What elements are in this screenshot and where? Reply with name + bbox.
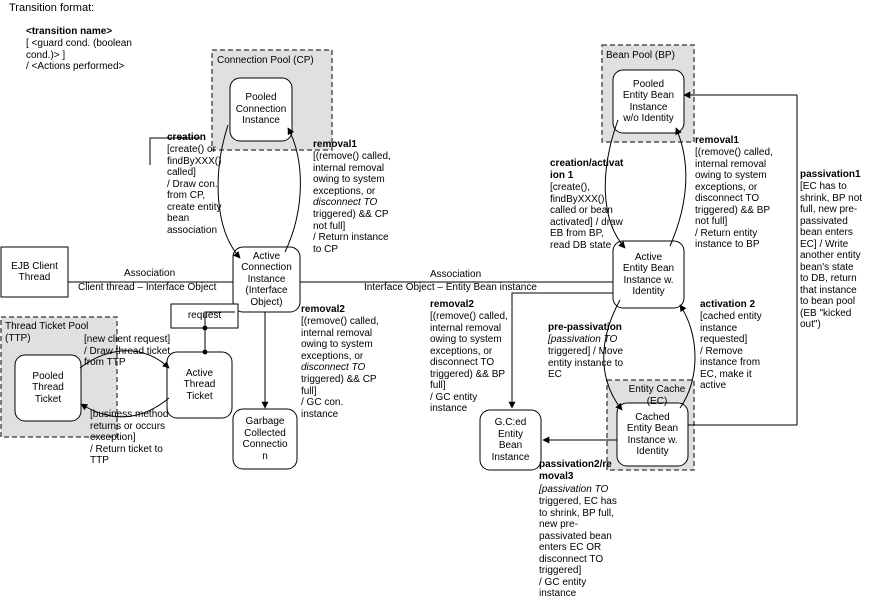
passivation2-name: passivation2/re moval3 (539, 459, 612, 482)
pooled-entity-bean-state (612, 69, 685, 134)
activation2-name: activation 2 (700, 299, 756, 310)
entity-cache-title: Entity Cache (EC) (628, 384, 686, 407)
removal1-cp-name: removal1 (313, 139, 357, 150)
association-left-title: Association (124, 268, 176, 279)
active-thread-ticket-state (166, 351, 233, 419)
garbage-collected-connection-state (232, 408, 298, 470)
ttp-draw-text: [new client request] / Draw thread ticke… (84, 334, 171, 368)
pre-passivation-italic: [passivation TO (548, 334, 618, 345)
removal1-bp-name: removal1 (695, 135, 739, 146)
passivation2-body: triggered, EC has to shrink, BP full, ne… (539, 496, 617, 599)
association-left-label: Client thread – Interface Object (78, 282, 217, 293)
legend-guard: [ <guard cond. (boolean cond.)> ] (26, 38, 132, 61)
connection-pool-title: Connection Pool (CP) (217, 55, 314, 66)
association-right-label: Interface Object – Entity Bean instance (364, 282, 537, 293)
legend-title: Transition format: (9, 2, 95, 14)
ttp-return-text: [business method returns or occurs excep… (90, 409, 169, 466)
passivation1-arrow (683, 91, 798, 426)
removal1-cp-body-a: [(remove() called, internal removal owin… (313, 151, 391, 197)
pooled-thread-ticket-state (14, 354, 82, 422)
ttp-draw-arrow (79, 350, 170, 369)
creation-activation-body: [create(), findByXXX() called or bean ac… (550, 182, 623, 251)
pooled-entity-bean-label: Pooled Entity Bean Instance w/o Identity (622, 78, 675, 125)
creation-name: creation (167, 132, 206, 143)
cached-entity-bean-state (616, 402, 689, 467)
creation-activation-name: creation/activat ion 1 (550, 158, 624, 181)
pre-passivation-name: pre-passivation (548, 322, 622, 333)
pooled-connection-state (229, 77, 293, 142)
removal2-eb-name: removal2 (430, 299, 474, 310)
gced-entity-bean-state (479, 409, 542, 471)
pooled-connection-label: Pooled Connection Instance (235, 92, 287, 127)
active-thread-ticket-label: Active Thread Ticket (183, 367, 216, 402)
legend-actions: / <Actions performed> (26, 61, 125, 72)
passivation2-italic: [passivation TO (539, 484, 609, 495)
activation2-body: [cached entity instance requested] / Rem… (700, 311, 762, 391)
creation-arrow (217, 124, 241, 259)
removal1-cp-body-italic: disconnect TO (313, 197, 378, 208)
association-right-title: Association (430, 269, 482, 280)
creation-label-leader (149, 137, 200, 165)
pre-passivation-body: triggered] / Move entity instance to EC (548, 346, 624, 380)
request-label: request (187, 310, 222, 322)
removal2-cp-body-italic: disconnect TO (301, 362, 366, 373)
thread-ticket-pool-title: Thread Ticket Pool (TTP) (5, 321, 89, 344)
removal1-bp-arrow (669, 127, 687, 247)
passivation1-name: passivation1 (800, 169, 861, 180)
ejb-client-thread-state (0, 246, 69, 298)
active-entity-bean-state (612, 240, 685, 309)
removal2-cp-body-b: triggered) && CP full] / GC con. instanc… (301, 374, 377, 420)
active-entity-bean-label: Active Entity Bean Instance w. Identity (622, 251, 675, 298)
active-connection-label: Active Connection Instance (Interface Ob… (241, 250, 292, 308)
pooled-thread-ticket-label: Pooled Thread Ticket (32, 370, 64, 405)
removal1-bp-body: [(remove() called, internal removal owin… (695, 147, 773, 250)
creation-body: [create() or findByXXX() called] / Draw … (167, 144, 222, 236)
removal1-cp-body-b: triggered) && CP not full] / Return inst… (313, 209, 389, 255)
passivation1-body: [EC has to shrink, BP not full, new pre-… (800, 181, 863, 330)
removal2-cp-name: removal2 (301, 304, 345, 315)
garbage-collected-connection-label: Garbage Collected Connectio n (242, 416, 288, 462)
creation-activation-arrow (604, 119, 626, 249)
removal2-eb-body: [(remove() called, internal removal owin… (430, 311, 508, 414)
removal1-cp-arrow (284, 127, 301, 253)
ttp-return-arrow (80, 397, 170, 418)
bean-pool-title: Bean Pool (BP) (606, 50, 675, 61)
activation2-arrow (679, 304, 696, 409)
legend-transition-name: <transition name> (26, 26, 113, 37)
removal2-cp-body-a: [(remove() called, internal removal owin… (301, 316, 379, 362)
active-connection-state (232, 246, 301, 313)
pre-passivation-arrow (603, 299, 623, 411)
gced-entity-bean-label: G.C:ed Entity Bean Instance (491, 417, 530, 463)
cached-entity-bean-label: Cached Entity Bean Instance w. Identity (626, 411, 679, 458)
removal2-eb-arrow (508, 292, 613, 409)
ejb-client-thread-label: EJB Client Thread (11, 260, 58, 284)
